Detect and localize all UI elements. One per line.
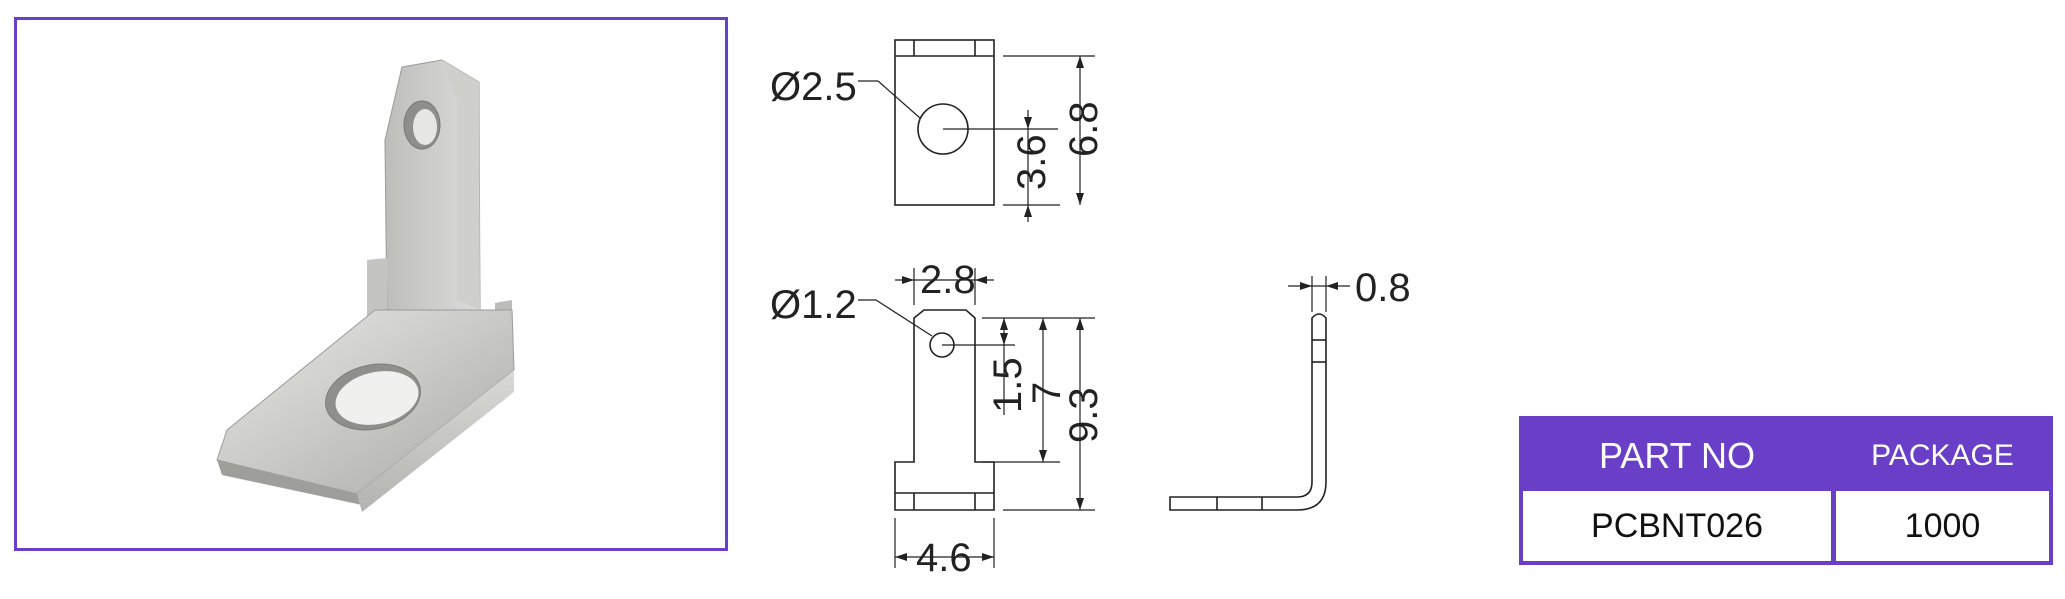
profile-outline <box>1169 313 1327 511</box>
part-table: PART NO PACKAGE PCBNT026 1000 <box>1519 416 2053 565</box>
arrow-68-top <box>1076 56 1084 68</box>
header-package: PACKAGE <box>1836 420 2049 491</box>
leader-d25-diag <box>877 80 921 119</box>
arrow-93-bottom <box>1076 498 1084 510</box>
dim-side-tab-length: 7 <box>1025 382 1069 404</box>
arrow-68-bottom <box>1076 193 1084 205</box>
header-part-no: PART NO <box>1523 420 1836 491</box>
side-view: 2.8 Ø1.2 1.5 7 9.3 4.6 <box>770 258 1106 580</box>
arrow-46-right <box>982 553 994 561</box>
dim-side-tab-width: 2.8 <box>920 258 976 302</box>
product-photo <box>14 17 728 551</box>
profile-view: 0.8 <box>1169 266 1411 511</box>
dim-front-tab-height: 6.8 <box>1062 101 1106 157</box>
arrow-08-right <box>1326 282 1338 290</box>
arrow-46-left <box>895 553 907 561</box>
dim-side-total-height: 9.3 <box>1062 387 1106 443</box>
dim-front-hole-diameter: Ø2.5 <box>770 65 857 109</box>
terminal-illustration <box>216 59 515 512</box>
arrow-93-top <box>1076 318 1084 330</box>
side-outline <box>894 309 995 511</box>
arrow-7-top <box>1039 318 1047 330</box>
leader-d12-diag <box>875 299 933 337</box>
arrow-36-bottom <box>1024 205 1032 217</box>
front-outline <box>894 39 995 206</box>
arrow-08-left <box>1300 282 1312 290</box>
arrow-36-top <box>1024 117 1032 129</box>
front-view: Ø2.5 3.6 6.8 <box>770 39 1106 222</box>
arrow-7-bottom <box>1039 450 1047 462</box>
arrow-28-right <box>975 276 987 284</box>
arrow-28-left <box>902 276 914 284</box>
arrow-15-bottom <box>1000 333 1008 345</box>
dimension-drawing: Ø2.5 3.6 6.8 2.8 Ø1.2 <box>770 39 1411 580</box>
cell-part-no: PCBNT026 <box>1523 491 1836 561</box>
dim-front-hole-height: 3.6 <box>1010 134 1054 190</box>
cell-package: 1000 <box>1836 491 2049 561</box>
arrow-15-top <box>1000 318 1008 330</box>
dim-side-base-width: 4.6 <box>916 536 972 580</box>
dim-side-hole-offset: 1.5 <box>986 357 1030 413</box>
dim-profile-thickness: 0.8 <box>1355 266 1411 310</box>
dim-side-hole-diameter: Ø1.2 <box>770 283 857 327</box>
